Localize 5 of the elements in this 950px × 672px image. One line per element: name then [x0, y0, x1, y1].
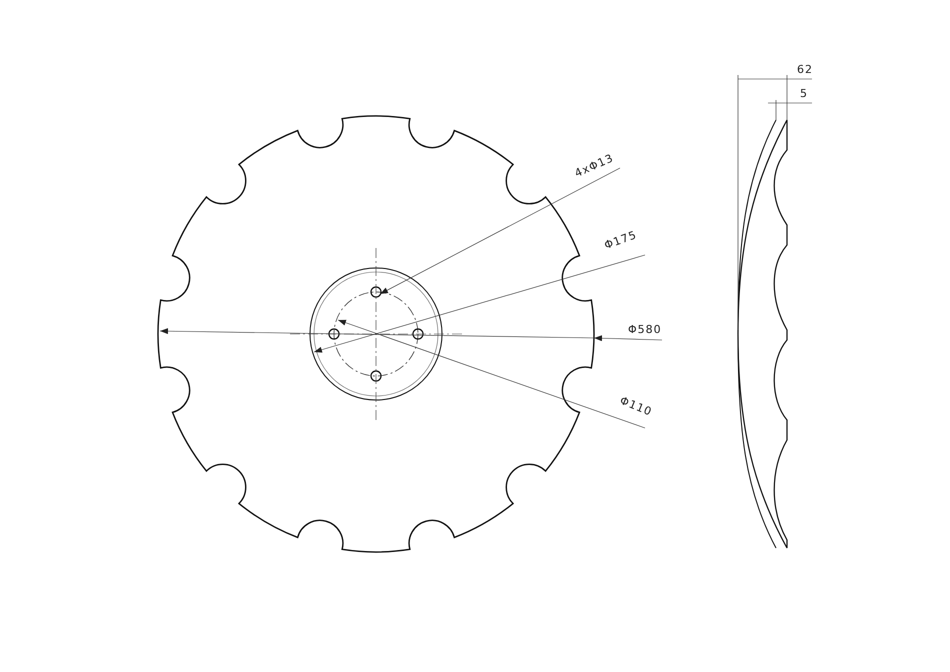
dimension-label: 62 — [797, 64, 813, 76]
dimension-label: Φ110 — [618, 394, 654, 419]
dimension-label: Φ175 — [602, 229, 639, 252]
dimension-label: 5 — [800, 88, 808, 100]
dimension-label: Φ580 — [628, 324, 662, 336]
